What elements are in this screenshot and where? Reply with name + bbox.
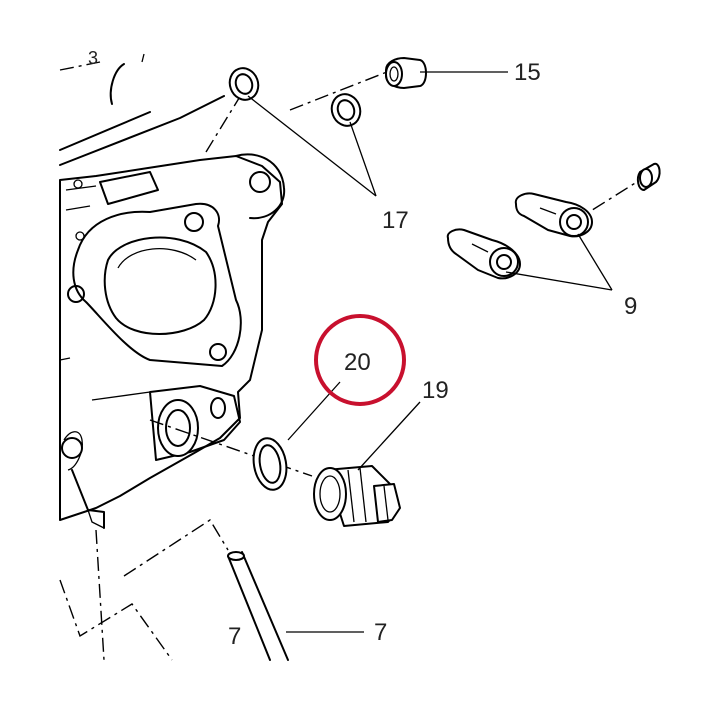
callout-7-left: 7 bbox=[228, 623, 241, 650]
cylinder-head-casting: 3 bbox=[59, 48, 286, 529]
callout-9: 9 bbox=[624, 293, 637, 320]
callout-17: 17 bbox=[382, 207, 409, 234]
part-9-rocker-arms bbox=[446, 162, 661, 280]
part-15-plug bbox=[385, 57, 427, 89]
svg-text:3: 3 bbox=[88, 48, 98, 68]
part-19-threaded-plug bbox=[313, 465, 401, 527]
part-20-o-ring bbox=[252, 437, 288, 491]
callout-7-right: 7 bbox=[374, 619, 387, 646]
callout-20: 20 bbox=[344, 349, 371, 376]
part-17-seal-rings bbox=[228, 67, 362, 127]
callout-19: 19 bbox=[422, 377, 449, 404]
part-7-pushrod bbox=[227, 551, 289, 661]
callout-15: 15 bbox=[514, 59, 541, 86]
leader-lines bbox=[247, 71, 613, 633]
highlight-circle bbox=[314, 314, 406, 406]
